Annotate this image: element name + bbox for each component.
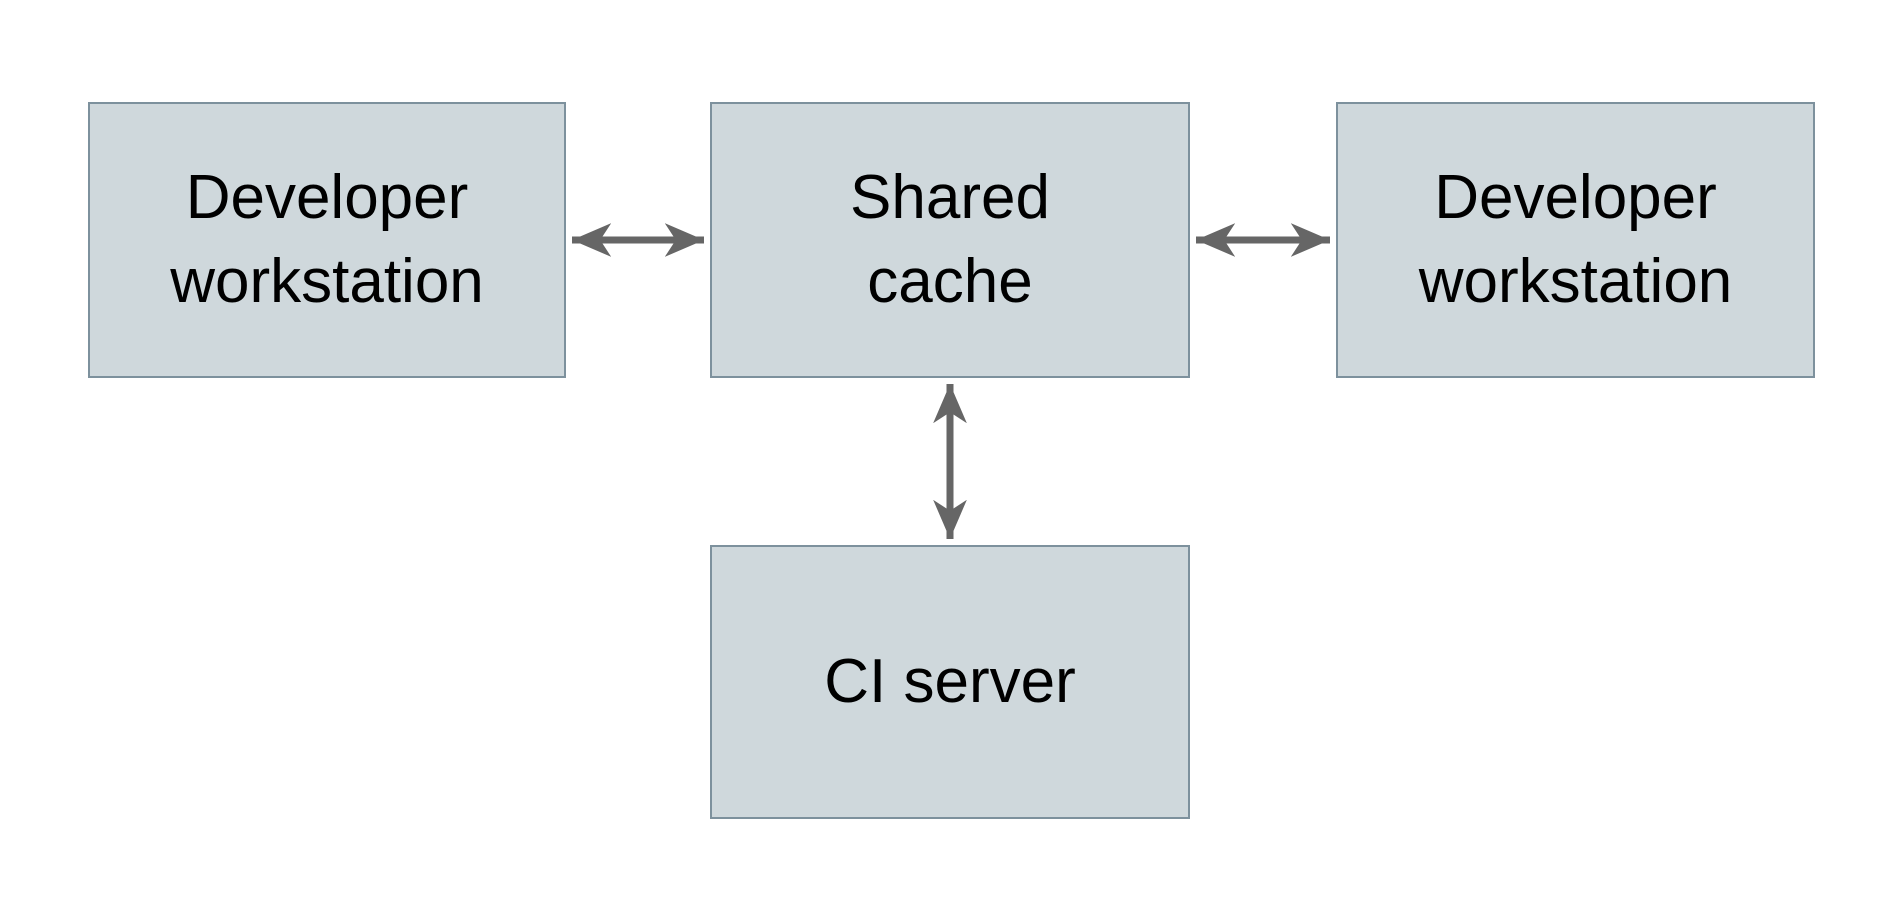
node-developer-workstation-left: Developer workstation — [88, 102, 566, 378]
node-label-ci-server: CI server — [824, 646, 1076, 716]
node-developer-workstation-right: Developer workstation — [1336, 102, 1815, 378]
node-label-developer-workstation-left: Developer workstation — [170, 162, 484, 316]
node-ci-server: CI server — [710, 545, 1190, 819]
node-label-developer-workstation-right: Developer workstation — [1418, 162, 1733, 316]
node-label-shared-cache: Shared cache — [850, 162, 1050, 316]
node-shared-cache: Shared cache — [710, 102, 1190, 378]
